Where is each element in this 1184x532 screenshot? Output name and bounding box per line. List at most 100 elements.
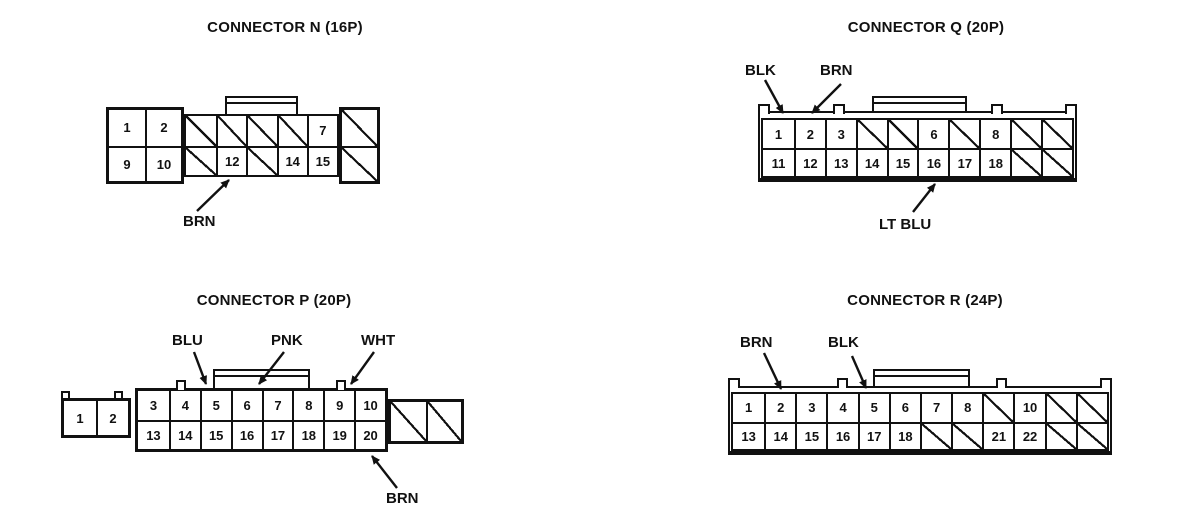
- pin-cell-12: 12: [793, 148, 825, 176]
- pin-cell-6: 6: [230, 391, 262, 420]
- pin-cell-3: 3: [795, 394, 826, 422]
- pin-cell-4: 4: [826, 394, 857, 422]
- blocked-cell: [951, 421, 983, 449]
- pin-cell-6: 6: [888, 394, 920, 422]
- connector-r-wire-label-brn: BRN: [740, 334, 773, 351]
- connector-p-left-block-notch-2: [114, 391, 123, 400]
- connector-p-main-notch-2: [336, 380, 346, 390]
- pin-cell-4: 4: [168, 391, 200, 420]
- blocked-cell: [276, 116, 307, 146]
- pin-cell-5: 5: [199, 391, 231, 420]
- pin-cell-20: 20: [354, 420, 385, 449]
- blocked-cell: [1041, 120, 1072, 148]
- pin-cell-2: 2: [793, 120, 825, 148]
- connector-p-title: CONNECTOR P (20P): [196, 292, 352, 309]
- blocked-cell: [948, 120, 980, 148]
- pin-cell-1: 1: [774, 126, 783, 142]
- connector-p-left-block-notch-1: [61, 391, 70, 400]
- pin-cell-15: 15: [886, 148, 918, 176]
- pin-cell-3: 3: [149, 398, 158, 413]
- pin-cell-8: 8: [292, 391, 323, 420]
- pin-cell-2: 2: [145, 110, 181, 146]
- pin-cell-13: 13: [824, 148, 856, 176]
- connector-n-right-block: [339, 107, 380, 184]
- connector-p-wire-label-blu: BLU: [172, 332, 203, 349]
- connector-p-wire-label-wht: WHT: [361, 332, 396, 349]
- blocked-cell: [342, 110, 377, 146]
- blocked-cell: [186, 145, 217, 175]
- pin-cell-10: 10: [354, 391, 385, 420]
- pin-cell-13: 13: [138, 420, 169, 449]
- pin-cell-15: 15: [199, 420, 231, 449]
- blocked-cell: [1010, 120, 1042, 148]
- pin-cell-1: 1: [744, 400, 753, 416]
- pin-cell-7: 7: [919, 394, 951, 422]
- arrow-r-blk-to-pin-5: [850, 355, 868, 389]
- pin-cell-15: 15: [795, 421, 827, 449]
- pin-cell-18: 18: [979, 148, 1011, 176]
- arrow-q-ltblu-to-pin-16: [912, 183, 936, 213]
- connector-n-top-tab: [225, 96, 298, 116]
- pin-cell-11: 11: [763, 148, 794, 176]
- pin-cell-19: 19: [323, 420, 355, 449]
- connector-q-notch-right: [1065, 104, 1077, 114]
- connector-r-notch-mid-left: [837, 378, 848, 388]
- pin-cell-1: 1: [123, 120, 131, 136]
- connector-r-notch-mid-right: [996, 378, 1007, 388]
- connector-p-right-block: [388, 399, 464, 444]
- pin-cell-17: 17: [857, 421, 889, 449]
- pin-cell-7: 7: [306, 116, 337, 146]
- pin-cell-16: 16: [230, 420, 262, 449]
- blocked-cell: [886, 120, 918, 148]
- blocked-cell: [1044, 394, 1076, 422]
- pin-cell-6: 6: [917, 120, 948, 148]
- blocked-cell: [391, 402, 426, 441]
- pin-cell-8: 8: [951, 394, 982, 422]
- blocked-cell: [855, 120, 887, 148]
- pin-cell-17: 17: [261, 420, 293, 449]
- pin-cell-16: 16: [917, 148, 949, 176]
- pin-cell-14: 14: [168, 420, 200, 449]
- blocked-cell: [246, 145, 277, 175]
- pin-cell-9: 9: [109, 145, 145, 182]
- pin-cell-18: 18: [292, 420, 324, 449]
- pin-cell-17: 17: [948, 148, 980, 176]
- pin-cell-15: 15: [306, 145, 337, 175]
- pin-cell-10: 10: [145, 145, 181, 181]
- connector-q-notch-mid-left: [833, 104, 845, 114]
- blocked-cell: [919, 421, 952, 449]
- connector-q-wire-label-ltblu: LT BLU: [879, 216, 932, 233]
- arrow-p-brn-to-pin-20: [371, 455, 398, 489]
- connector-p-wire-label-pnk: PNK: [271, 332, 303, 349]
- arrow-n-brn-to-pin-12: [196, 179, 230, 212]
- pin-cell-14: 14: [764, 421, 796, 449]
- blocked-cell: [186, 116, 217, 146]
- connector-q-notch-mid-right: [991, 104, 1003, 114]
- pin-cell-2: 2: [96, 401, 128, 435]
- pin-cell-12: 12: [216, 145, 247, 175]
- connector-q-notch-left: [758, 104, 770, 114]
- pin-cell-8: 8: [979, 120, 1010, 148]
- arrow-p-wht-to-pin-9: [350, 351, 375, 385]
- pin-cell-16: 16: [826, 421, 858, 449]
- pin-cell-22: 22: [1013, 421, 1045, 449]
- blocked-cell: [216, 116, 247, 146]
- connector-q-wire-label-blk: BLK: [745, 62, 776, 79]
- pin-cell-2: 2: [764, 394, 795, 422]
- blocked-cell: [1010, 148, 1042, 176]
- pin-cell-14: 14: [855, 148, 887, 176]
- arrow-r-brn-to-pin-2: [762, 352, 783, 390]
- pin-cell-21: 21: [982, 421, 1014, 449]
- connector-r-wire-label-blk: BLK: [828, 334, 859, 351]
- arrow-p-blu-to-pin-5: [192, 351, 208, 385]
- pin-cell-18: 18: [888, 421, 920, 449]
- connector-n-wire-label-brn: BRN: [183, 213, 216, 230]
- blocked-cell: [1044, 421, 1076, 449]
- connector-n-title: CONNECTOR N (16P): [207, 19, 363, 36]
- pin-cell-13: 13: [733, 421, 765, 450]
